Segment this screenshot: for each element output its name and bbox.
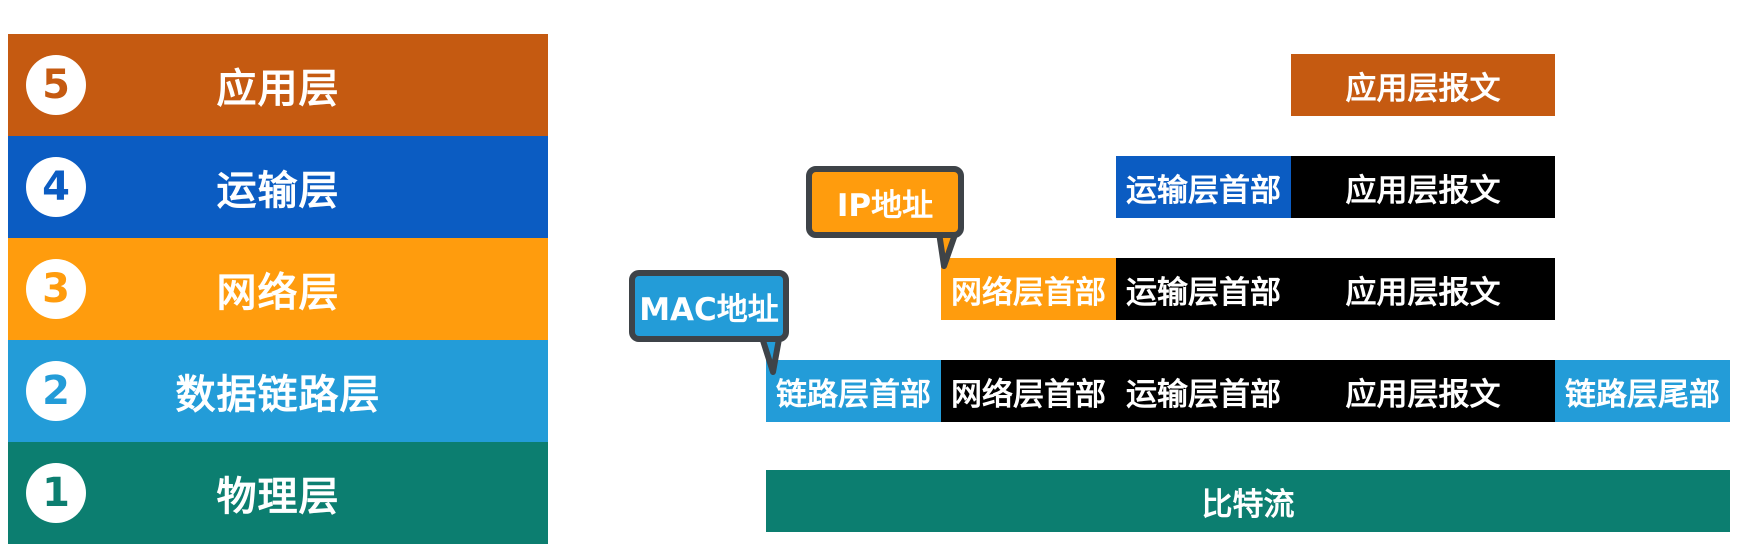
layer-number-badge: 1 (26, 463, 86, 523)
app-message-block: 应用层报文 (1291, 156, 1555, 218)
transport-header-block: 运输层首部 (1116, 360, 1291, 422)
app-message-block: 应用层报文 (1291, 54, 1555, 116)
layer-number-badge: 4 (26, 157, 86, 217)
layer-name: 网络层 (216, 270, 340, 316)
layer-name: 物理层 (216, 474, 340, 520)
transport-header-block: 运输层首部 (1116, 258, 1291, 320)
network-header-block: 网络层首部 (941, 360, 1116, 422)
layer-name: 数据链路层 (175, 372, 381, 418)
layer-number-badge: 2 (26, 361, 86, 421)
layer-physical: 1 物理层 (8, 442, 548, 544)
layer-number-badge: 3 (26, 259, 86, 319)
ip-address-callout: IP地址 (806, 166, 964, 238)
link-trailer-block: 链路层尾部 (1555, 360, 1730, 422)
app-message-block: 应用层报文 (1291, 360, 1555, 422)
layer-name: 运输层 (216, 168, 340, 214)
layer-application: 5 应用层 (8, 34, 548, 136)
mac-address-callout: MAC地址 (629, 270, 789, 342)
layer-transport: 4 运输层 (8, 136, 548, 238)
layer-datalink: 2 数据链路层 (8, 340, 548, 442)
layer-network: 3 网络层 (8, 238, 548, 340)
network-header-block: 网络层首部 (941, 258, 1116, 320)
transport-header-block: 运输层首部 (1116, 156, 1291, 218)
app-message-block: 应用层报文 (1291, 258, 1555, 320)
link-header-block: 链路层首部 (766, 360, 941, 422)
layer-name: 应用层 (216, 66, 340, 112)
bitstream-block: 比特流 (766, 470, 1730, 532)
layer-number-badge: 5 (26, 55, 86, 115)
